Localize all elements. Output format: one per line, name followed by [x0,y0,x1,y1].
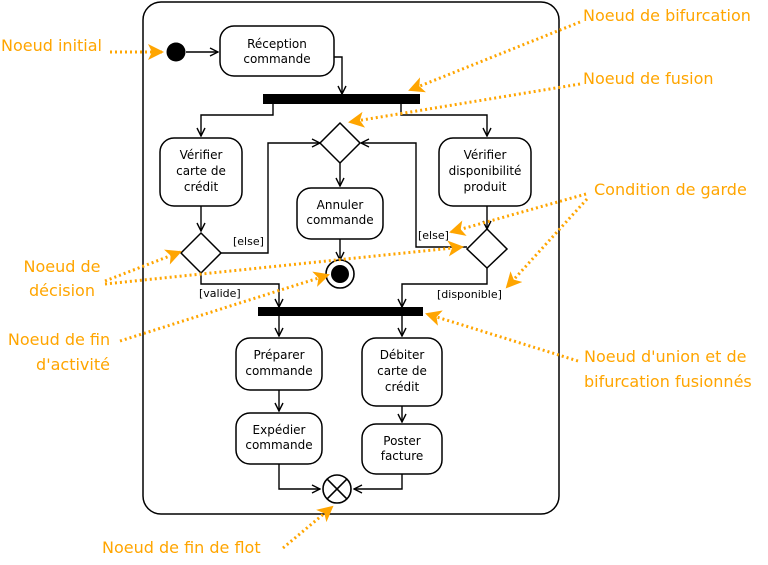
action-poster-line: Poster [383,434,420,448]
annotation-condition-garde: Condition de garde [594,180,747,199]
annotation-noeud-union-line2: bifurcation fusionnés [584,372,752,391]
action-debiter-line: carte de [377,364,427,378]
action-verifier-dispo-line: produit [464,180,507,194]
action-debiter-line: Débiter [380,348,425,362]
action-verifier-carte-line: crédit [184,180,219,194]
action-debiter-line: crédit [385,380,420,394]
merge-node [318,121,362,165]
action-expedier-line: commande [245,438,312,452]
action-verifier-carte: Vérifier carte de crédit [159,137,243,207]
decision-node-right [465,227,509,270]
action-annuler-line: Annuler [317,198,364,212]
guard-else-left: [else] [233,235,264,248]
action-verifier-carte-line: carte de [176,164,226,178]
annotation-noeud-decision-line2: décision [29,281,95,300]
action-debiter: Débiter carte de crédit [361,337,443,407]
initial-node [166,42,186,62]
join-fork-bar [258,307,423,316]
action-annuler: Annuler commande [296,187,384,240]
action-verifier-dispo: Vérifier disponibilité produit [438,137,532,207]
control-flows [186,52,487,489]
action-verifier-dispo-line: Vérifier [464,148,507,162]
guard-valide: [valide] [199,287,241,300]
annotation-noeud-fin-activite-line1: Noeud de fin [8,330,110,349]
flow-final-node [322,474,352,504]
action-reception-line: commande [243,52,310,66]
guard-disponible: [disponible] [437,288,502,301]
annotations: Noeud initial Noeud de bifurcation Noeud… [1,6,752,557]
annotation-noeud-initial: Noeud initial [1,36,102,55]
action-poster: Poster facture [361,423,443,475]
annotation-noeud-decision-line1: Noeud de [24,257,101,276]
action-preparer: Préparer commande [235,337,323,391]
action-verifier-carte-line: Vérifier [180,148,223,162]
action-preparer-line: Préparer [253,348,304,362]
annotation-noeud-fin-activite-line2: d'activité [36,355,110,374]
activity-final-node [325,259,355,289]
action-reception-line: Réception [247,37,307,51]
action-verifier-dispo-line: disponibilité [449,164,522,178]
action-expedier-line: Expédier [253,423,306,437]
guard-else-right: [else] [418,229,449,242]
action-poster-line: facture [381,449,424,463]
annotation-noeud-fusion: Noeud de fusion [583,69,714,88]
action-reception: Réception commande [219,25,335,77]
action-annuler-line: commande [306,213,373,227]
annotation-noeud-bifurcation: Noeud de bifurcation [583,6,751,25]
action-preparer-line: commande [245,364,312,378]
fork-bar [263,94,420,104]
annotation-noeud-union-line1: Noeud d'union et de [584,347,746,366]
action-expedier: Expédier commande [235,412,323,465]
annotation-noeud-fin-flot: Noeud de fin de flot [102,538,261,557]
annotation-arrows [104,20,589,550]
